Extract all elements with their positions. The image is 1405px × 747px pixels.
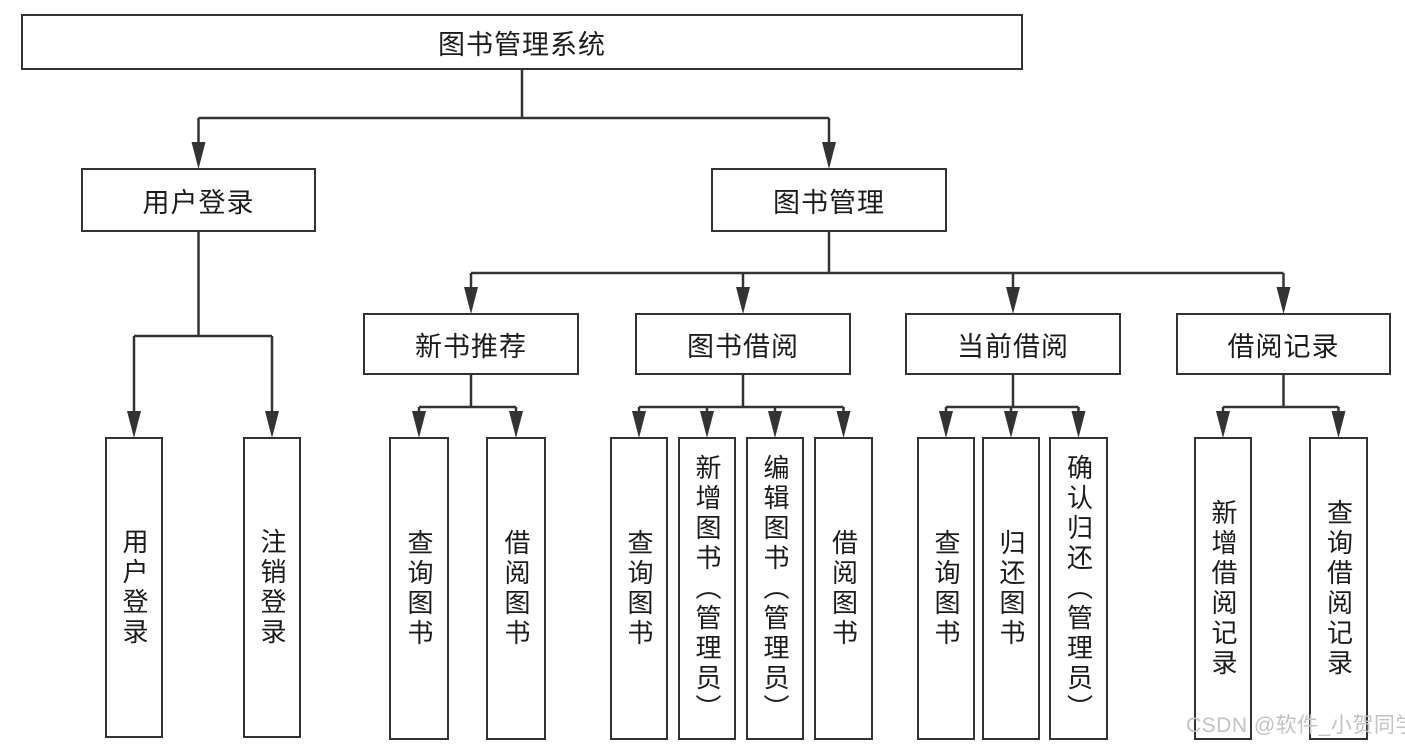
node-label: 编辑图书（管理员）: [760, 453, 790, 724]
node-c2: 归还图书: [982, 437, 1040, 740]
node-b4: 借阅图书: [814, 437, 873, 740]
node-records: 借阅记录: [1176, 313, 1391, 375]
arrowhead-icon: [1006, 287, 1020, 314]
node-login-v: 用户登录: [105, 437, 163, 738]
node-label: 归还图书: [996, 528, 1026, 649]
node-label: 图书借阅: [687, 331, 799, 362]
arrowhead-icon: [1004, 411, 1018, 438]
node-label: 查询图书: [404, 528, 434, 649]
arrowhead-icon: [632, 411, 646, 438]
arrowhead-icon: [127, 411, 141, 438]
node-label: 查询图书: [624, 528, 654, 649]
arrowhead-icon: [1071, 411, 1086, 438]
node-n2: 借阅图书: [486, 437, 546, 740]
arrowhead-icon: [836, 411, 851, 438]
node-label: 图书管理: [773, 187, 885, 218]
arrowhead-icon: [736, 287, 750, 314]
node-newbook: 新书推荐: [363, 313, 579, 375]
node-c1: 查询图书: [917, 437, 975, 740]
arrowhead-icon: [412, 411, 426, 438]
node-label: 确认归还（管理员）: [1063, 453, 1094, 724]
watermark-text: CSDN @软件_小贺同学: [1186, 714, 1405, 737]
arrowhead-icon: [768, 411, 782, 438]
arrowhead-icon: [509, 411, 523, 438]
node-b1: 查询图书: [610, 437, 668, 740]
node-b3: 编辑图书（管理员）: [746, 437, 804, 740]
node-label: 新增借阅记录: [1208, 498, 1238, 679]
arrowhead-icon: [464, 287, 478, 314]
node-login: 用户登录: [81, 168, 316, 232]
arrowhead-icon: [1276, 287, 1291, 314]
node-b2: 新增图书（管理员）: [678, 437, 736, 740]
node-label: 注销登录: [257, 527, 287, 648]
node-label: 新增图书（管理员）: [692, 453, 722, 724]
node-label: 当前借阅: [957, 331, 1069, 362]
node-label: 用户登录: [142, 187, 255, 218]
node-mgmt: 图书管理: [711, 168, 947, 232]
node-label: 图书管理系统: [438, 29, 606, 60]
node-logout-v: 注销登录: [243, 437, 301, 738]
node-root: 图书管理系统: [21, 14, 1023, 70]
node-r2: 查询借阅记录: [1309, 437, 1368, 740]
arrowhead-icon: [822, 142, 836, 169]
node-label: 借阅图书: [501, 528, 531, 649]
node-r1: 新增借阅记录: [1194, 437, 1252, 740]
arrowhead-icon: [1331, 411, 1346, 438]
node-label: 借阅图书: [828, 528, 859, 649]
arrowhead-icon: [265, 411, 279, 438]
node-current: 当前借阅: [905, 313, 1121, 375]
node-label: 用户登录: [119, 527, 149, 648]
node-label: 查询借阅记录: [1323, 498, 1354, 679]
node-label: 新书推荐: [415, 331, 527, 362]
node-label: 查询图书: [931, 528, 961, 649]
node-borrow: 图书借阅: [635, 313, 851, 375]
arrowhead-icon: [939, 411, 953, 438]
node-c3: 确认归还（管理员）: [1049, 437, 1108, 740]
arrowhead-icon: [1216, 411, 1230, 438]
arrowhead-icon: [700, 411, 714, 438]
arrowhead-icon: [191, 142, 206, 169]
node-n1: 查询图书: [389, 437, 449, 740]
node-label: 借阅记录: [1227, 331, 1340, 362]
